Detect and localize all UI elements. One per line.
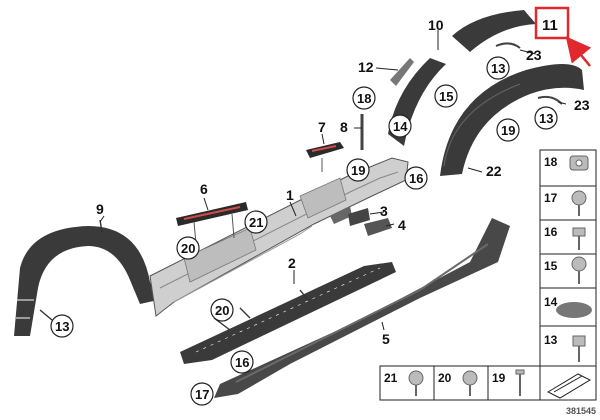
svg-text:17: 17	[195, 387, 209, 402]
circle-17: 17	[190, 382, 214, 406]
side-sill-panel	[149, 157, 409, 317]
svg-text:15: 15	[439, 89, 453, 104]
svg-text:13: 13	[491, 61, 505, 76]
svg-text:18: 18	[357, 91, 371, 106]
screw-17-icon	[571, 190, 587, 216]
label-12: 12	[358, 59, 374, 75]
svg-text:19: 19	[351, 163, 365, 178]
label-4: 4	[398, 217, 406, 233]
svg-text:13: 13	[55, 319, 69, 334]
circle-13c: 13	[534, 106, 558, 130]
label-10: 10	[428, 17, 444, 33]
clip-4	[364, 218, 392, 236]
screw-15-icon	[571, 256, 587, 284]
label-9: 9	[96, 201, 104, 217]
sealing-strip-icon	[546, 373, 592, 399]
legend-13: 13	[544, 333, 558, 347]
circle-13b: 13	[486, 56, 510, 80]
highlighted-callout-11[interactable]: 11	[534, 6, 570, 40]
svg-text:20: 20	[181, 241, 195, 256]
circle-19b: 19	[496, 118, 520, 142]
circle-19a: 19	[346, 158, 370, 182]
circle-15: 15	[434, 84, 458, 108]
plug-14-icon	[556, 302, 592, 318]
label-3: 3	[380, 203, 388, 219]
wheel-arch-trim-left	[14, 219, 158, 336]
circle-20b: 20	[210, 298, 234, 322]
legend-16: 16	[544, 225, 558, 239]
leader-lines	[99, 30, 567, 331]
label-23b: 23	[574, 97, 590, 113]
legend-21: 21	[384, 371, 398, 385]
clip-23a	[495, 42, 521, 49]
svg-text:14: 14	[393, 119, 408, 134]
svg-text:19: 19	[501, 123, 515, 138]
legend-right: 18 17 16 15 14 13	[539, 149, 597, 391]
clip-3	[348, 208, 370, 226]
label-11: 11	[542, 17, 558, 34]
circle-16a: 16	[404, 166, 428, 190]
label-2: 2	[288, 255, 296, 271]
arch-strip-12	[390, 58, 414, 86]
wheel-arch-trim-upper	[452, 10, 536, 52]
legend-20: 20	[438, 371, 452, 385]
label-8: 8	[340, 119, 348, 135]
legend-18: 18	[544, 155, 558, 169]
legend-17: 17	[544, 191, 558, 205]
circle-13a: 13	[50, 314, 74, 338]
legend-15: 15	[544, 259, 558, 273]
label-23a: 23	[526, 47, 542, 63]
label-6: 6	[200, 181, 208, 197]
wheel-arch-trim-right	[440, 64, 584, 176]
sill-trim-2	[180, 262, 396, 364]
svg-text:13: 13	[539, 111, 553, 126]
svg-text:16: 16	[409, 171, 423, 186]
clip-13-icon	[572, 335, 586, 362]
legend-14: 14	[544, 295, 558, 309]
screw-16-icon	[572, 227, 586, 250]
circle-20a: 20	[176, 236, 200, 260]
side-skirt-5	[214, 218, 510, 398]
nut-icon	[569, 155, 589, 171]
clip-20-icon	[462, 370, 478, 396]
legend-bottom: 21 20 19	[379, 365, 597, 401]
circle-16b: 16	[230, 350, 254, 374]
svg-text:16: 16	[235, 355, 249, 370]
clip-23b	[537, 95, 563, 105]
circled-callouts: 13 13 13 14 15 16 16 17 18 19 19 20 20 2…	[50, 56, 558, 406]
label-5: 5	[382, 331, 390, 347]
label-22: 22	[486, 163, 502, 179]
clip-21-icon	[408, 370, 424, 396]
callout-labels: 1 2 3 4 5 6 7 8 9 10 12 22 23 23	[96, 17, 590, 347]
label-1: 1	[286, 187, 294, 203]
red-arrow	[565, 36, 592, 67]
diagram-id: 381545	[566, 406, 596, 416]
circle-14: 14	[388, 114, 412, 138]
circle-18: 18	[352, 86, 376, 110]
pin-19-icon	[515, 369, 525, 396]
label-7: 7	[318, 119, 326, 135]
svg-text:21: 21	[249, 215, 263, 230]
svg-text:20: 20	[215, 303, 229, 318]
entry-sill-strip-7	[306, 142, 344, 172]
circle-21: 21	[244, 210, 268, 234]
legend-19: 19	[492, 371, 506, 385]
